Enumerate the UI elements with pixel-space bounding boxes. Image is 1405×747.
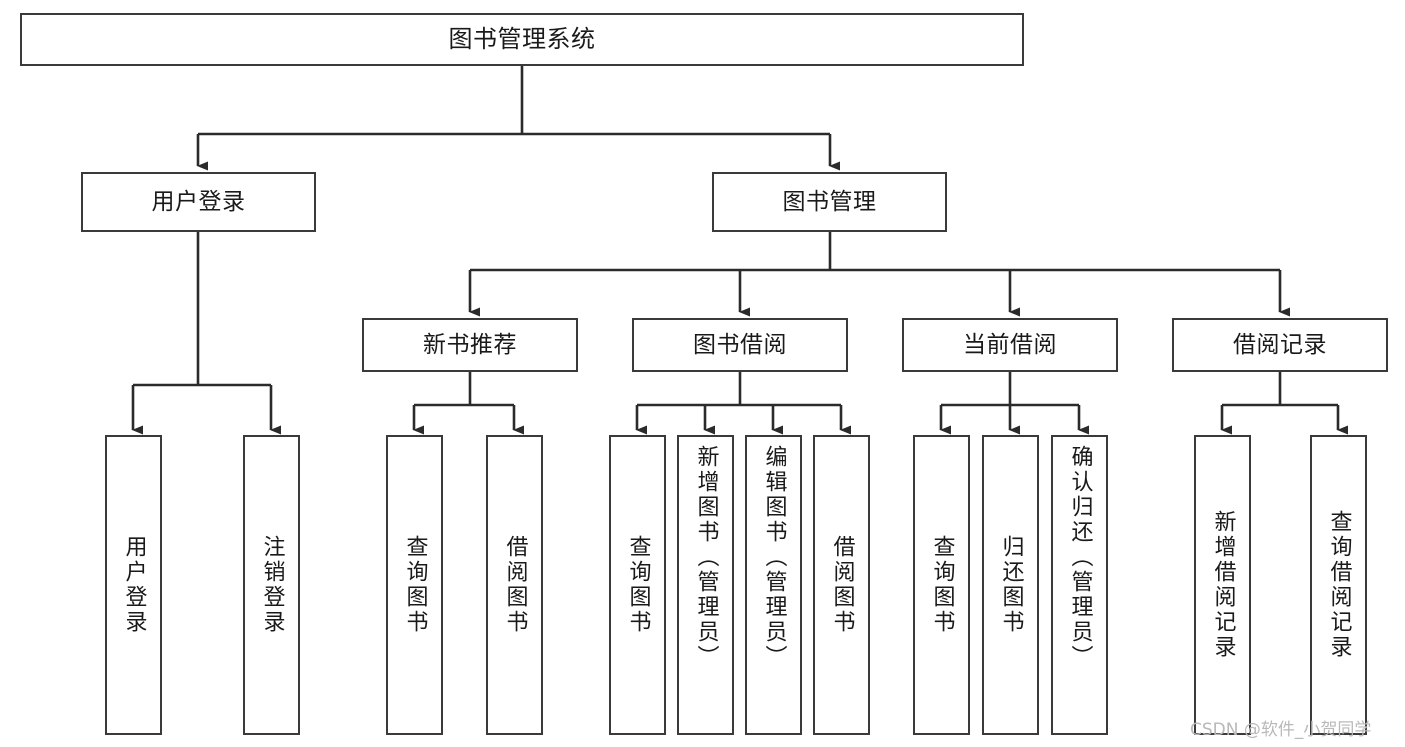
node-leaf-confirm-return-label: 确认归还（管理员） xyxy=(1067,445,1093,670)
node-leaf-user-logout[interactable]: 注销登录 xyxy=(243,435,300,735)
node-leaf-user-login[interactable]: 用户登录 xyxy=(105,435,162,735)
node-leaf-add-book-label: 新增图书（管理员） xyxy=(693,445,719,670)
node-leaf-query-book-1-label: 查询图书 xyxy=(402,535,428,635)
node-leaf-edit-book-label: 编辑图书（管理员） xyxy=(761,445,787,670)
node-leaf-confirm-return[interactable]: 确认归还（管理员） xyxy=(1051,435,1108,735)
node-leaf-borrow-book-1[interactable]: 借阅图书 xyxy=(486,435,543,735)
node-leaf-borrow-book-2-label: 借阅图书 xyxy=(829,535,855,635)
node-leaf-return-book[interactable]: 归还图书 xyxy=(982,435,1039,735)
node-root-label: 图书管理系统 xyxy=(448,24,596,53)
watermark-text: CSDN @软件_小贺同学 xyxy=(1190,720,1372,740)
node-leaf-query-book-2[interactable]: 查询图书 xyxy=(609,435,666,735)
node-leaf-query-record[interactable]: 查询借阅记录 xyxy=(1310,435,1367,735)
node-book-borrow[interactable]: 图书借阅 xyxy=(632,318,848,372)
node-leaf-edit-book[interactable]: 编辑图书（管理员） xyxy=(745,435,802,735)
node-book-manage-label: 图书管理 xyxy=(782,188,877,215)
node-leaf-return-book-label: 归还图书 xyxy=(998,535,1024,635)
node-leaf-query-book-3[interactable]: 查询图书 xyxy=(913,435,970,735)
node-leaf-user-login-label: 用户登录 xyxy=(121,535,147,635)
node-leaf-add-record[interactable]: 新增借阅记录 xyxy=(1194,435,1251,735)
node-current-borrow-label: 当前借阅 xyxy=(963,331,1057,358)
node-user-login-label: 用户登录 xyxy=(151,188,246,215)
node-leaf-query-book-3-label: 查询图书 xyxy=(929,535,955,635)
node-leaf-borrow-book-1-label: 借阅图书 xyxy=(502,535,528,635)
node-book-manage[interactable]: 图书管理 xyxy=(712,172,947,232)
node-leaf-add-book[interactable]: 新增图书（管理员） xyxy=(677,435,734,735)
node-leaf-query-book-1[interactable]: 查询图书 xyxy=(386,435,443,735)
node-user-login[interactable]: 用户登录 xyxy=(81,172,316,232)
node-root[interactable]: 图书管理系统 xyxy=(20,13,1024,66)
node-borrow-record-label: 借阅记录 xyxy=(1233,331,1327,358)
node-leaf-borrow-book-2[interactable]: 借阅图书 xyxy=(813,435,870,735)
node-leaf-add-record-label: 新增借阅记录 xyxy=(1210,510,1236,660)
node-new-book-recommend-label: 新书推荐 xyxy=(423,331,517,358)
node-current-borrow[interactable]: 当前借阅 xyxy=(902,318,1118,372)
node-leaf-query-book-2-label: 查询图书 xyxy=(625,535,651,635)
node-borrow-record[interactable]: 借阅记录 xyxy=(1172,318,1388,372)
node-leaf-query-record-label: 查询借阅记录 xyxy=(1326,510,1352,660)
node-book-borrow-label: 图书借阅 xyxy=(693,331,787,358)
node-leaf-user-logout-label: 注销登录 xyxy=(259,535,285,635)
node-new-book-recommend[interactable]: 新书推荐 xyxy=(362,318,578,372)
